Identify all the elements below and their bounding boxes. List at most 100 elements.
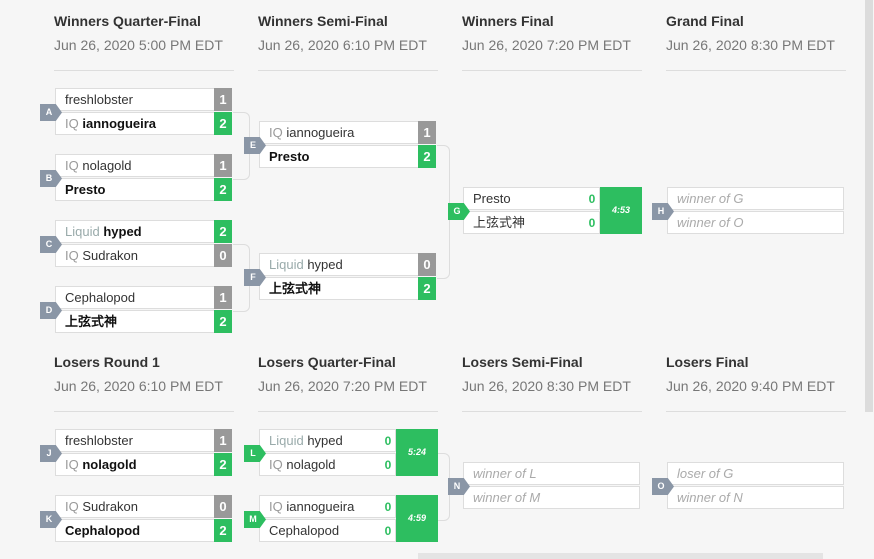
player-slot[interactable]: IQ iannogueira 0 bbox=[259, 495, 396, 518]
player-slot[interactable]: Liquid hyped 0 bbox=[259, 429, 396, 452]
player-slot[interactable]: Liquid hyped 0 bbox=[259, 253, 436, 276]
divider bbox=[462, 411, 642, 412]
player-slot[interactable]: IQ Sudrakon 0 bbox=[55, 244, 232, 267]
player-name: Liquid hyped bbox=[269, 257, 343, 272]
player-name: IQ nolagold bbox=[269, 457, 336, 472]
match-label-badge: H bbox=[652, 203, 674, 220]
player-slot[interactable]: 上弦式神 2 bbox=[259, 277, 436, 300]
round-date: Jun 26, 2020 8:30 PM EDT bbox=[462, 378, 631, 394]
player-name: IQ Sudrakon bbox=[65, 248, 139, 263]
player-slot[interactable]: 上弦式神 2 bbox=[55, 310, 232, 333]
player-slot[interactable]: Cephalopod 0 bbox=[259, 519, 396, 542]
divider bbox=[258, 411, 438, 412]
match-c[interactable]: Liquid hyped 2 IQ Sudrakon 0 C bbox=[40, 220, 234, 270]
match-e[interactable]: IQ iannogueira 1 Presto 2 E bbox=[244, 121, 438, 171]
round-date: Jun 26, 2020 6:10 PM EDT bbox=[258, 37, 427, 53]
match-label-badge: L bbox=[244, 445, 266, 462]
match-label-badge: B bbox=[40, 170, 62, 187]
player-slot[interactable]: Presto 0 bbox=[463, 187, 600, 210]
player-slot[interactable]: loser of G bbox=[667, 462, 844, 485]
score: 0 bbox=[214, 495, 232, 518]
player-name: 上弦式神 bbox=[65, 314, 118, 329]
round-date: Jun 26, 2020 9:40 PM EDT bbox=[666, 378, 835, 394]
player-slot[interactable]: freshlobster 1 bbox=[55, 88, 232, 111]
score: 2 bbox=[418, 277, 436, 300]
round-header-winners-qf: Winners Quarter-Final Jun 26, 2020 5:00 … bbox=[54, 13, 234, 71]
round-header-losers-qf: Losers Quarter-Final Jun 26, 2020 7:20 P… bbox=[258, 354, 438, 412]
match-label-badge: O bbox=[652, 478, 674, 495]
match-b[interactable]: IQ nolagold 1 Presto 2 B bbox=[40, 154, 234, 204]
player-name: Cephalopod bbox=[65, 523, 141, 538]
player-slot[interactable]: IQ iannogueira 2 bbox=[55, 112, 232, 135]
round-title: Winners Semi-Final bbox=[258, 13, 388, 29]
score: 2 bbox=[214, 310, 232, 333]
match-l[interactable]: Liquid hyped 0 IQ nolagold 0 5:24 L bbox=[244, 429, 438, 479]
round-header-losers-final: Losers Final Jun 26, 2020 9:40 PM EDT bbox=[666, 354, 846, 412]
match-o[interactable]: loser of G winner of N O bbox=[652, 462, 846, 512]
player-slot[interactable]: Presto 2 bbox=[259, 145, 436, 168]
match-j[interactable]: freshlobster 1 IQ nolagold 2 J bbox=[40, 429, 234, 479]
round-header-losers-sf: Losers Semi-Final Jun 26, 2020 8:30 PM E… bbox=[462, 354, 642, 412]
player-name: IQ iannogueira bbox=[269, 125, 355, 140]
player-slot[interactable]: Cephalopod 1 bbox=[55, 286, 232, 309]
player-slot[interactable]: winner of N bbox=[667, 486, 844, 509]
round-date: Jun 26, 2020 7:20 PM EDT bbox=[462, 37, 631, 53]
round-title: Winners Quarter-Final bbox=[54, 13, 201, 29]
player-name: Presto bbox=[473, 191, 511, 206]
round-title: Losers Semi-Final bbox=[462, 354, 583, 370]
placeholder-name: winner of L bbox=[473, 466, 537, 481]
round-title: Losers Quarter-Final bbox=[258, 354, 396, 370]
score: 0 bbox=[384, 434, 392, 448]
score: 2 bbox=[214, 453, 232, 476]
divider bbox=[54, 411, 234, 412]
match-n[interactable]: winner of L winner of M N bbox=[448, 462, 642, 512]
score: 1 bbox=[418, 121, 436, 144]
match-a[interactable]: freshlobster 1 IQ iannogueira 2 A bbox=[40, 88, 234, 138]
player-name: Presto bbox=[65, 182, 106, 197]
player-slot[interactable]: winner of O bbox=[667, 211, 844, 234]
horizontal-scrollbar[interactable] bbox=[418, 553, 823, 559]
player-name: Liquid hyped bbox=[269, 433, 343, 448]
score: 0 bbox=[588, 216, 596, 230]
divider bbox=[666, 70, 846, 71]
round-title: Grand Final bbox=[666, 13, 744, 29]
match-m[interactable]: IQ iannogueira 0 Cephalopod 0 4:59 M bbox=[244, 495, 438, 545]
player-slot[interactable]: Cephalopod 2 bbox=[55, 519, 232, 542]
round-date: Jun 26, 2020 6:10 PM EDT bbox=[54, 378, 223, 394]
player-slot[interactable]: IQ iannogueira 1 bbox=[259, 121, 436, 144]
match-h[interactable]: winner of G winner of O H bbox=[652, 187, 846, 237]
player-name: IQ Sudrakon bbox=[65, 499, 139, 514]
player-slot[interactable]: Presto 2 bbox=[55, 178, 232, 201]
player-slot[interactable]: Liquid hyped 2 bbox=[55, 220, 232, 243]
match-d[interactable]: Cephalopod 1 上弦式神 2 D bbox=[40, 286, 234, 336]
player-name: IQ nolagold bbox=[65, 457, 137, 472]
vertical-scrollbar[interactable] bbox=[865, 0, 873, 412]
match-k[interactable]: IQ Sudrakon 0 Cephalopod 2 K bbox=[40, 495, 234, 545]
round-header-winners-final: Winners Final Jun 26, 2020 7:20 PM EDT bbox=[462, 13, 642, 71]
player-slot[interactable]: freshlobster 1 bbox=[55, 429, 232, 452]
score: 0 bbox=[384, 500, 392, 514]
player-slot[interactable]: IQ nolagold 2 bbox=[55, 453, 232, 476]
score: 1 bbox=[214, 286, 232, 309]
player-name: freshlobster bbox=[65, 92, 133, 107]
score: 2 bbox=[214, 112, 232, 135]
score: 2 bbox=[214, 220, 232, 243]
player-slot[interactable]: IQ Sudrakon 0 bbox=[55, 495, 232, 518]
player-slot[interactable]: IQ nolagold 1 bbox=[55, 154, 232, 177]
round-date: Jun 26, 2020 8:30 PM EDT bbox=[666, 37, 835, 53]
player-name: 上弦式神 bbox=[269, 281, 322, 296]
player-slot[interactable]: 上弦式神 0 bbox=[463, 211, 600, 234]
round-title: Losers Final bbox=[666, 354, 749, 370]
match-f[interactable]: Liquid hyped 0 上弦式神 2 F bbox=[244, 253, 438, 303]
round-title: Losers Round 1 bbox=[54, 354, 160, 370]
match-label-badge: A bbox=[40, 104, 62, 121]
player-slot[interactable]: winner of L bbox=[463, 462, 640, 485]
score: 0 bbox=[588, 192, 596, 206]
player-slot[interactable]: IQ nolagold 0 bbox=[259, 453, 396, 476]
player-name: Cephalopod bbox=[65, 290, 136, 305]
match-g[interactable]: Presto 0 上弦式神 0 4:53 G bbox=[448, 187, 642, 237]
player-slot[interactable]: winner of M bbox=[463, 486, 640, 509]
player-slot[interactable]: winner of G bbox=[667, 187, 844, 210]
score: 2 bbox=[418, 145, 436, 168]
